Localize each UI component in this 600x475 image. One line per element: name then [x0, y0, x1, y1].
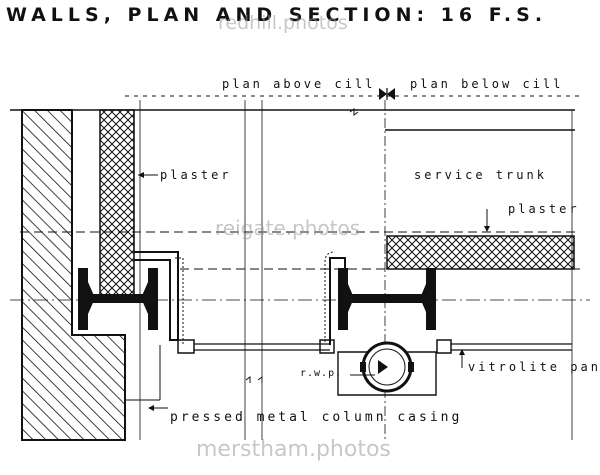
column-casing-right [329, 257, 346, 345]
watermark-middle: reigate.photos [215, 216, 361, 240]
insulation-column [99, 109, 135, 297]
label-pressed-metal-column-casing: pressed metal column casing [170, 410, 463, 425]
label-service-trunk: service trunk [414, 168, 547, 182]
label-vitrolite-panel: vitrolite panel [468, 360, 600, 374]
divider-arrow-icon [379, 88, 395, 100]
label-plan-above-cill: plan above cill [222, 77, 376, 91]
service-trunk-slab [386, 235, 575, 270]
label-rwp: r.w.p. [300, 368, 343, 379]
i-beam-left [78, 268, 158, 330]
drawing-title: WALLS, PLAN AND SECTION: 16 F.S. [6, 4, 548, 26]
label-plaster-left: plaster [160, 168, 232, 182]
watermark-bottom: merstham.photos [196, 437, 391, 462]
column-casing-left [134, 251, 179, 341]
label-plaster-right: plaster [508, 202, 580, 216]
i-beam-right [338, 268, 436, 330]
label-plan-below-cill: plan below cill [410, 77, 564, 91]
masonry-wall [21, 109, 126, 441]
watermark-top: redhill.photos [218, 12, 348, 34]
